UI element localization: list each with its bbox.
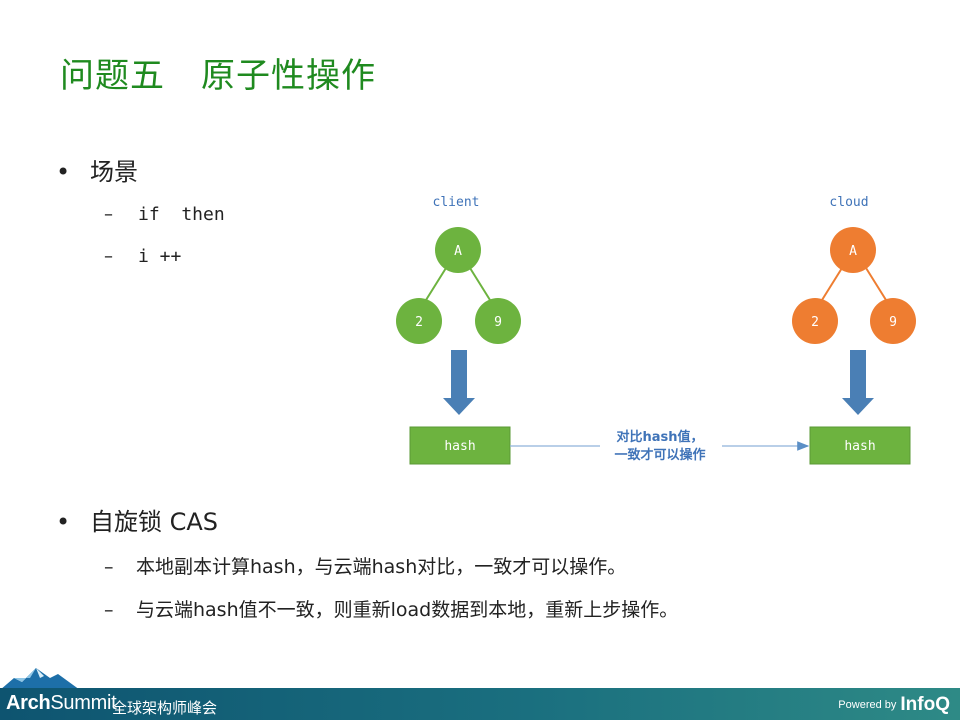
client-node-right-label: 9 [494, 315, 502, 330]
client-node-left [396, 298, 442, 344]
compare-label-bg [600, 428, 722, 464]
cloud-node-root-label: A [849, 244, 857, 259]
cas-item-text: 与云端hash值不一致，则重新load数据到本地，重新上步操作。 [136, 599, 679, 621]
mountain-logo [0, 668, 80, 690]
brand-subtitle: 全球架构师峰会 [112, 699, 218, 717]
dash: – [104, 556, 114, 578]
archsummit-logo: ArchSummit [6, 692, 117, 715]
compare-label-line2: 一致才可以操作 [614, 447, 705, 463]
client-node-left-label: 2 [415, 315, 423, 330]
client-down-arrow [443, 350, 475, 415]
scene-item-if-then: – if then [104, 204, 225, 225]
compare-label-line1: 对比hash值， [616, 429, 703, 445]
dash: – [104, 599, 114, 621]
brand-light: Summit [50, 692, 117, 714]
cas-item-reload: –与云端hash值不一致，则重新load数据到本地，重新上步操作。 [104, 595, 678, 622]
slide-title: 问题五原子性操作 [60, 48, 376, 97]
cloud-node-left-label: 2 [811, 315, 819, 330]
client-node-right [475, 298, 521, 344]
cloud-node-left [792, 298, 838, 344]
client-hash-label: hash [444, 439, 475, 454]
cloud-hash-box [809, 426, 911, 465]
cloud-edge-right [865, 267, 887, 301]
cloud-node-right [870, 298, 916, 344]
dash: – [104, 246, 113, 267]
bullet-dot: • [56, 158, 71, 186]
bullet-dot: • [56, 508, 71, 536]
cas-item-text: 本地副本计算hash，与云端hash对比，一致才可以操作。 [136, 556, 627, 578]
scene-item-text: if then [138, 204, 225, 225]
dash: – [104, 204, 113, 225]
hash-compare-diagram: client A 2 9 hash cloud A 2 9 hash 对比has… [396, 195, 916, 465]
cloud-down-arrow [842, 350, 874, 415]
scene-item-text: i ++ [138, 246, 182, 267]
client-node-root [435, 227, 481, 273]
bullet-scene: • 场景 [56, 152, 138, 187]
brand-bold: Arch [6, 692, 51, 714]
cloud-node-root [830, 227, 876, 273]
client-hash-box [409, 426, 511, 465]
powered-label: Powered by [838, 699, 897, 711]
footer-bar [0, 688, 960, 720]
cas-item-compare: –本地副本计算hash，与云端hash对比，一致才可以操作。 [104, 552, 626, 579]
bullet-text: 场景 [90, 158, 138, 186]
client-edge-right [469, 267, 491, 301]
title-part1: 问题五 [60, 56, 165, 96]
title-part2: 原子性操作 [201, 56, 376, 96]
infoq-logo: InfoQ [900, 694, 950, 715]
bullet-text: 自旋锁 CAS [90, 508, 219, 536]
client-edge-left [425, 267, 447, 301]
cloud-node-right-label: 9 [889, 315, 897, 330]
cloud-edge-left [821, 267, 843, 301]
bullet-cas: • 自旋锁 CAS [56, 502, 218, 537]
cloud-hash-label: hash [844, 439, 875, 454]
client-label: client [433, 195, 480, 210]
client-node-root-label: A [454, 244, 462, 259]
cloud-label: cloud [829, 195, 868, 210]
scene-item-increment: – i ++ [104, 246, 181, 267]
